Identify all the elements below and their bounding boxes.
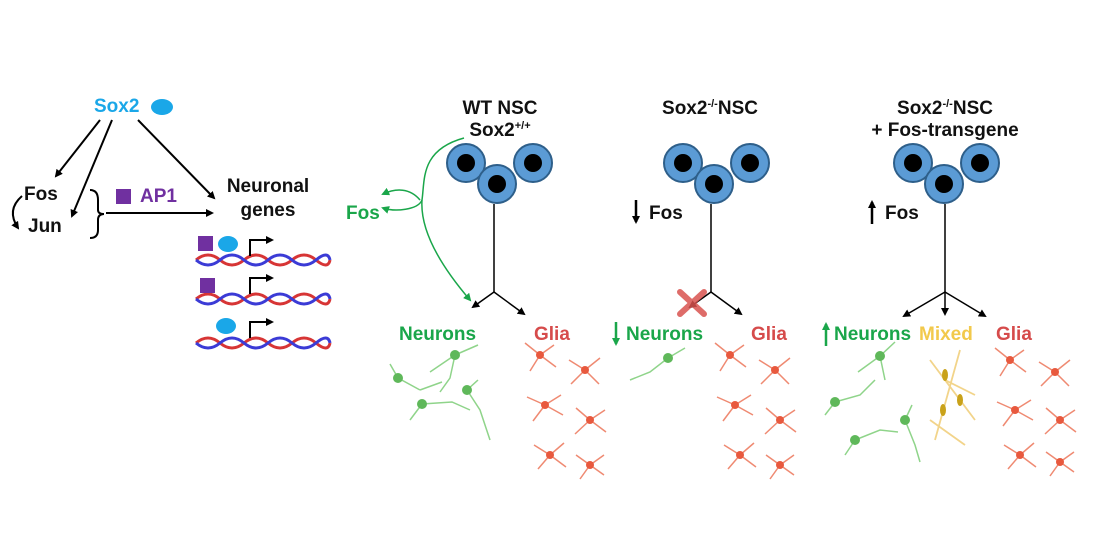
- glia-somas: [726, 351, 784, 469]
- panel-transgene: [822, 143, 1077, 477]
- glia-somas: [1006, 356, 1064, 466]
- neuron-somas: [393, 350, 472, 409]
- neuron-soma: [663, 353, 673, 363]
- nsc-cluster: [446, 143, 553, 204]
- ap1-bound-icon: [198, 236, 213, 251]
- ko-fos-label: Fos: [649, 203, 683, 224]
- tss-arrow-icon: [249, 236, 274, 256]
- tss-arrow-icon: [249, 318, 274, 338]
- fos-label: Fos: [24, 184, 58, 205]
- nsc-cluster: [663, 143, 770, 204]
- neuronal-genes-label-line1: Neuronal: [226, 176, 310, 197]
- sox2-bound-icon: [218, 236, 238, 252]
- ko-title: Sox2-/-NSC: [640, 98, 780, 120]
- ap1-label: AP1: [140, 186, 177, 207]
- arrow-sox2-genes: [137, 119, 216, 200]
- nsc-cluster: [893, 143, 1000, 204]
- dna-helix-row-2: [195, 274, 332, 306]
- wt-title-line2: Sox2+/+: [440, 120, 560, 142]
- dna-helix-row-3: [195, 318, 332, 350]
- gene-promoters: [195, 236, 332, 350]
- neuron-cells: [629, 347, 686, 381]
- wt-title-line1: WT NSC: [462, 98, 538, 119]
- glia-cells: [524, 342, 607, 480]
- panel-wt: [381, 137, 607, 480]
- wt-fos-label: Fos: [346, 203, 380, 224]
- glia-cells: [714, 342, 797, 480]
- mixed-cells: [929, 349, 976, 446]
- ko-genotype-base: Sox2: [662, 98, 708, 119]
- wt-neurons-label: Neurons: [399, 324, 477, 345]
- lineage-branch-glia: [944, 291, 987, 318]
- tg-neurons-label: Neurons: [834, 324, 912, 345]
- panel-ko: [612, 143, 797, 480]
- tg-genotype-base: Sox2: [897, 98, 943, 119]
- arrow-sox2-jun: [70, 119, 113, 218]
- ap1-bound-icon: [200, 278, 215, 293]
- tg-genotype-sup: -/-: [942, 98, 953, 110]
- ap1-square-icon: [116, 189, 131, 204]
- wt-glia-label: Glia: [534, 324, 570, 345]
- regulatory-network: [11, 99, 216, 239]
- lineage-branch-neurons: [902, 291, 946, 318]
- sox2-protein-icon: [151, 99, 173, 115]
- tg-glia-label: Glia: [996, 324, 1032, 345]
- tg-title-line2: + Fos-transgene: [871, 120, 1019, 141]
- tg-mixed-label: Mixed: [919, 324, 973, 345]
- blocked-cross-icon: [677, 289, 707, 317]
- ko-glia-label: Glia: [751, 324, 787, 345]
- lineage-branch-glia: [493, 291, 526, 316]
- glia-somas: [536, 351, 594, 469]
- tss-arrow-icon: [249, 274, 274, 294]
- ko-genotype-suffix: NSC: [717, 98, 758, 119]
- lineage-branch-neurons: [471, 291, 495, 309]
- sox2-bound-icon: [216, 318, 236, 334]
- sox2-label: Sox2: [94, 96, 140, 117]
- neuronal-genes-label-line2: genes: [240, 200, 296, 221]
- mixed-somas: [940, 369, 963, 416]
- glia-cells: [994, 347, 1077, 477]
- tg-fos-label: Fos: [885, 203, 919, 224]
- wt-genotype-sup: +/+: [514, 120, 531, 132]
- tg-title-line1: Sox2-/-NSC: [860, 98, 1030, 120]
- dna-helix-row-1: [195, 236, 332, 267]
- brace-icon: [89, 189, 105, 239]
- ko-genotype-sup: -/-: [707, 98, 718, 110]
- jun-label: Jun: [28, 216, 62, 237]
- lineage-branch-glia: [710, 291, 743, 316]
- wt-genotype-base: Sox2: [469, 120, 515, 141]
- fos-regulation-arrows: [381, 137, 472, 302]
- tg-genotype-suffix: NSC: [952, 98, 993, 119]
- arrow-fos-jun-loop: [11, 195, 23, 230]
- neuron-cells: [389, 344, 491, 441]
- ko-neurons-label: Neurons: [626, 324, 704, 345]
- arrow-sox2-fos: [54, 119, 101, 178]
- neuron-somas: [830, 351, 910, 445]
